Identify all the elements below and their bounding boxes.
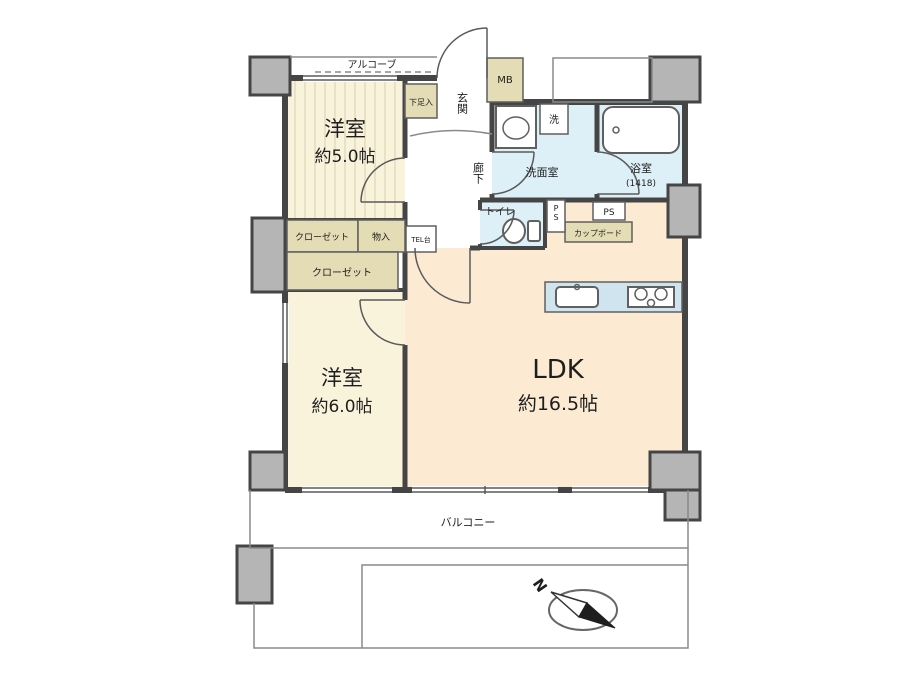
bedroom2-size-label: 約6.0帖 [311,397,372,417]
room-labels: アルコーブ MB 下足入 玄関 廊下 洗面室 洗 浴室 (1418) トイレ P… [295,58,656,529]
bedroom1-size-label: 約5.0帖 [314,147,375,167]
toilet-bowl [502,218,526,244]
bathroom-door [596,151,640,195]
meter-box-label: MB [497,75,513,86]
shoe-box [404,83,438,119]
entrance-label: 玄関 [456,91,469,114]
closet2-label: クローゼット [312,267,372,279]
window-ldk-south2 [572,487,648,493]
meter-box [486,57,524,103]
closet1-label: クローゼット [295,231,349,243]
column-top-left [248,55,292,97]
bedroom1-door [360,157,406,203]
window-gap [302,486,392,494]
bedroom2-label: 洋室 [321,366,363,390]
entrance-step-line [409,129,493,137]
pipe-space2-box [592,201,626,221]
toilet-tank [527,220,541,242]
fixtures [409,105,683,313]
window-gap [572,486,648,494]
balcony-fence [249,490,689,549]
entrance-door [436,27,488,79]
bathtub-drain [612,126,620,134]
bedroom1-label: 洋室 [324,117,366,141]
door-arcs [359,27,640,346]
column-top-right [648,55,702,104]
corridor-outside-outline [552,57,653,103]
storage-label: 物入 [372,231,390,243]
stove-burner [646,298,656,308]
bedroom1-floor-stripes [294,80,396,218]
vanity [495,105,537,149]
alcove-label: アルコーブ [347,58,396,71]
bathroom-label: 浴室 [630,161,652,175]
lower-floor-outline [253,548,689,649]
bedroom2-door [359,299,406,346]
windows [281,74,648,494]
window-bedroom2-left [282,303,288,363]
column-right-mid [666,183,702,239]
closet2-box [286,251,399,291]
bathtub [602,106,680,154]
window-gap [281,303,289,363]
structural-columns [235,55,702,605]
washroom-label: 洗面室 [526,165,559,179]
column-balcony-right [663,488,702,522]
outside-outlines [249,56,689,649]
pipe-space2-label: PS [603,208,614,218]
compass-north-label: N [529,575,551,596]
cupboard-label: カップボード [574,229,622,238]
kitchen-faucet [573,283,581,291]
storage-boxes [286,57,633,291]
toilet-label: トイレ [485,207,515,218]
tel-stand-label: TEL台 [410,235,431,244]
pipe-space1-label: PS [552,204,561,222]
stove-burner [634,287,648,301]
tel-stand-box [405,225,437,253]
column-bottom-right [648,450,702,492]
pipe-space1-box [546,199,566,233]
column-balcony-left [235,544,274,605]
hallway-label: 廊下 [472,161,485,185]
ldk-size-label: 約16.5帖 [518,393,598,415]
hall-ldk-door [414,247,471,304]
window-gap [303,74,397,82]
washer-label: 洗 [549,114,559,126]
window-bedroom1-top [303,75,397,81]
toilet-door [479,209,515,245]
ldk-label: LDK [532,355,585,385]
window-ldk-south [412,486,558,494]
column-bottom-left [248,450,287,492]
column-left-mid [250,216,287,294]
vanity-sink [502,116,530,140]
kitchen-sink [555,286,599,308]
washroom-door [491,151,535,195]
shoe-box-label: 下足入 [409,98,433,107]
bathroom-size-label: (1418) [626,179,656,189]
compass-needle-south [578,602,616,629]
washer-box [539,103,569,135]
compass-icon: N [529,575,618,631]
balcony-label: バルコニー [441,516,496,529]
stove [627,286,675,308]
stove-burner [654,287,668,301]
window-bedroom2-south [302,487,392,493]
bedroom2-floor [285,290,405,490]
